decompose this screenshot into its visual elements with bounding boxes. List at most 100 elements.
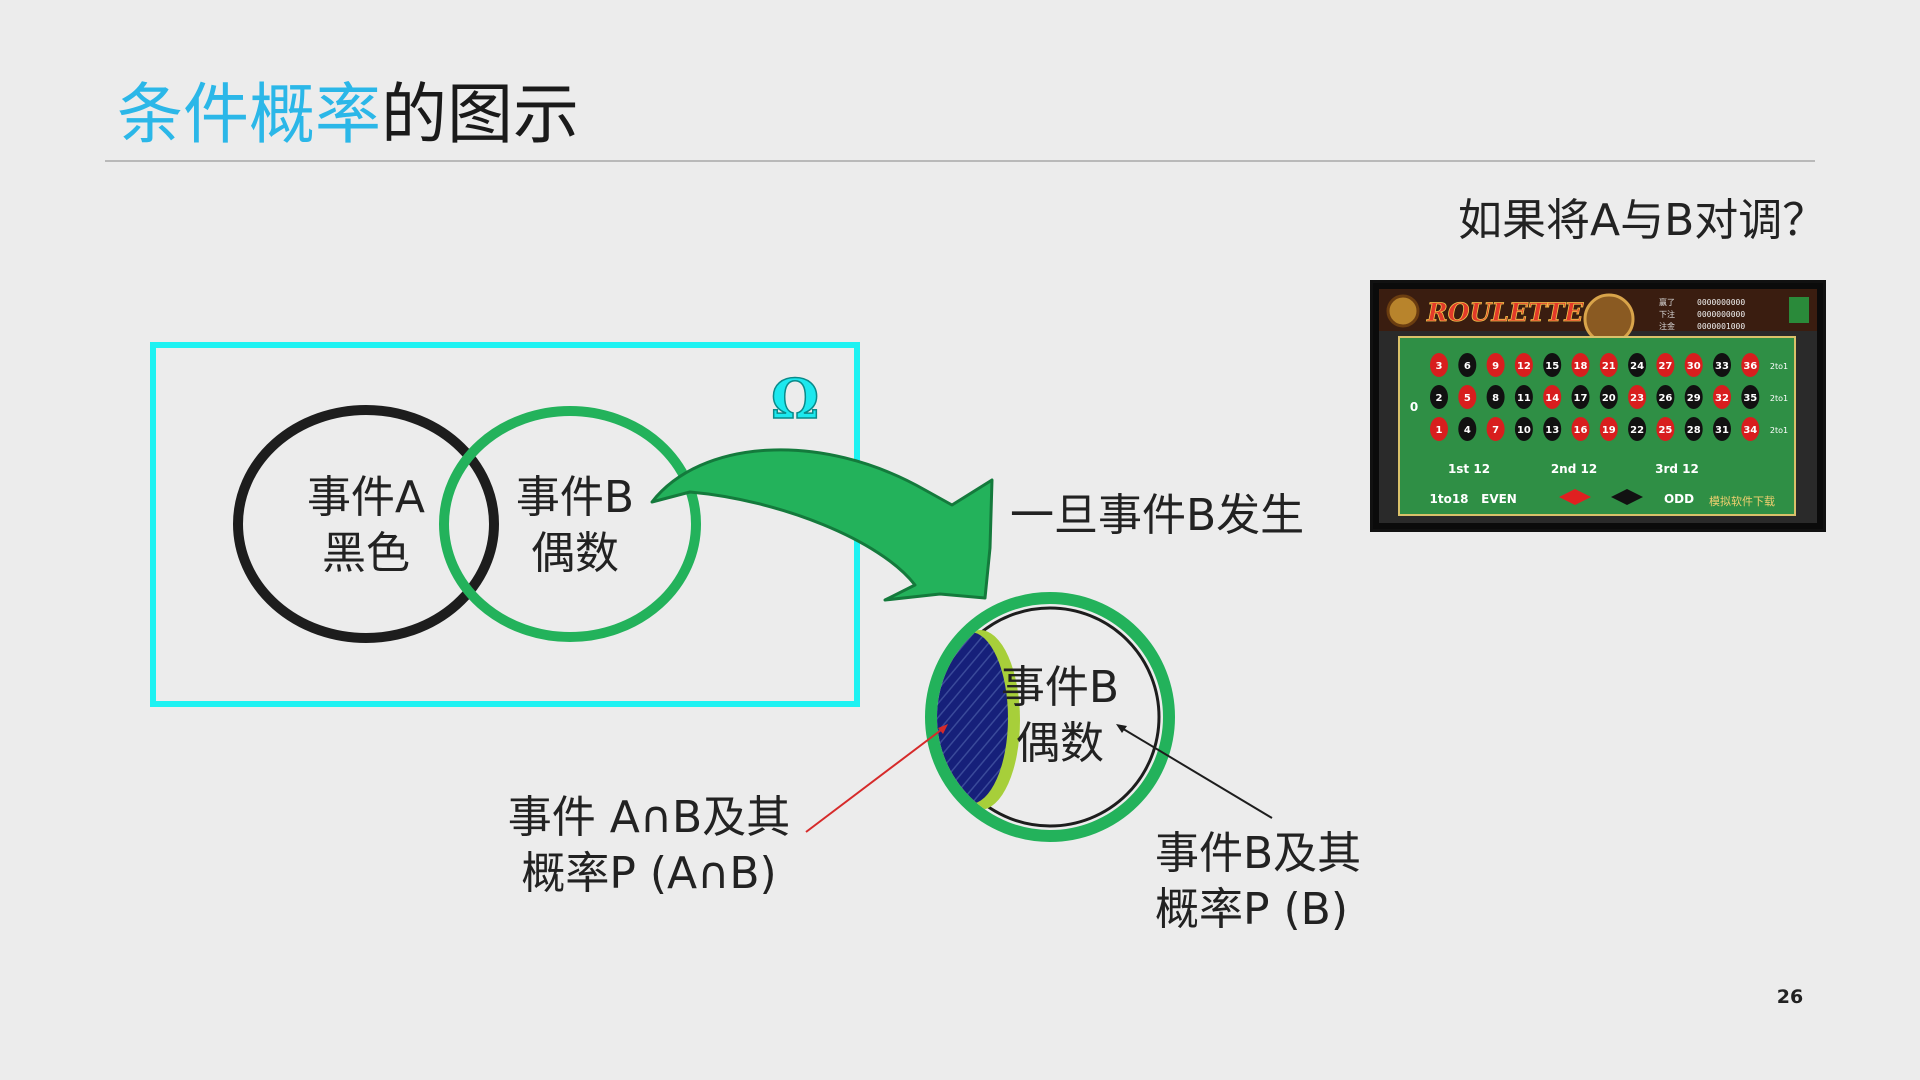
roulette-cell-5 <box>1458 385 1477 409</box>
roulette-number: 22 <box>1630 425 1644 436</box>
roulette-cell-3 <box>1430 353 1448 377</box>
roulette-number: 21 <box>1602 361 1616 372</box>
roulette-number: 8 <box>1492 393 1499 404</box>
readout-2: 0000001000 <box>1697 322 1745 331</box>
roulette-cell-14 <box>1543 385 1562 409</box>
callout-b-line2: 概率P (B) <box>1155 884 1349 935</box>
roulette-cell-1 <box>1430 417 1448 441</box>
roulette-cell-31 <box>1713 417 1731 441</box>
roulette-number: 1 <box>1436 425 1443 436</box>
roulette-number: 23 <box>1630 393 1644 404</box>
roulette-number: 6 <box>1464 361 1471 372</box>
roulette-number: 19 <box>1602 425 1616 436</box>
callout-b-line1: 事件B及其 <box>1155 828 1362 879</box>
roulette-cell-19 <box>1599 417 1618 441</box>
event-a-circle <box>233 405 499 643</box>
roulette-cell-13 <box>1543 417 1562 441</box>
roulette-number: 7 <box>1492 425 1499 436</box>
roulette-spinner-icon <box>1583 293 1635 345</box>
roulette-cell-28 <box>1684 417 1703 441</box>
roulette-number: 5 <box>1464 393 1471 404</box>
bet-1to18: 1to18 <box>1429 492 1468 506</box>
zoom-b-label: 事件B 偶数 <box>990 660 1130 772</box>
roulette-number: 10 <box>1517 425 1531 436</box>
roulette-number: 12 <box>1517 361 1531 372</box>
roulette-cell-11 <box>1514 385 1533 409</box>
event-a-label: 事件A 黑色 <box>296 470 436 582</box>
roulette-board: ROULETTE 赢了 下注 注金 0000000000 0000000000 … <box>1379 289 1817 523</box>
roulette-cell-4 <box>1458 417 1477 441</box>
event-b-label: 事件B 偶数 <box>500 470 650 582</box>
roulette-cell-2 <box>1430 385 1448 409</box>
roulette-number: 31 <box>1715 425 1729 436</box>
readout-0: 0000000000 <box>1697 298 1745 307</box>
roulette-number: 15 <box>1545 361 1559 372</box>
event-b-circle <box>439 406 701 642</box>
title-accent: 条件概率 <box>117 76 381 153</box>
roulette-number: 34 <box>1743 425 1757 436</box>
question-text: 如果将A与B对调？ <box>1458 195 1827 246</box>
column-bet-label: 2to1 <box>1770 426 1788 435</box>
zoom-b-name: 事件B <box>1000 662 1120 713</box>
pointer-ab-line <box>805 726 946 833</box>
roulette-cell-27 <box>1656 353 1675 377</box>
zoom-b-desc: 偶数 <box>1016 718 1104 769</box>
roulette-cell-21 <box>1599 353 1618 377</box>
roulette-cell-23 <box>1628 385 1647 409</box>
roulette-number: 17 <box>1574 393 1588 404</box>
roulette-cell-32 <box>1713 385 1731 409</box>
roulette-number: 13 <box>1545 425 1559 436</box>
readout-label-1: 下注 <box>1659 309 1675 319</box>
roulette-cell-25 <box>1656 417 1675 441</box>
roulette-cell-35 <box>1741 385 1760 409</box>
dozen-3: 3rd 12 <box>1655 462 1699 476</box>
zero-cell: 0 <box>1410 400 1418 414</box>
dozen-2: 2nd 12 <box>1551 462 1597 476</box>
event-b-name: 事件B <box>515 472 635 523</box>
column-bet-label: 2to1 <box>1770 394 1788 403</box>
roulette-number: 26 <box>1658 393 1672 404</box>
roulette-number: 2 <box>1436 393 1443 404</box>
roulette-cell-22 <box>1628 417 1647 441</box>
roulette-number: 30 <box>1687 361 1701 372</box>
bet-even: EVEN <box>1481 492 1517 506</box>
roulette-number: 25 <box>1658 425 1672 436</box>
roulette-number: 18 <box>1574 361 1588 372</box>
roulette-number: 32 <box>1715 393 1729 404</box>
roulette-number: 14 <box>1545 393 1559 404</box>
callout-ab-line2: 概率P (A∩B) <box>521 848 777 899</box>
roulette-cell-36 <box>1741 353 1760 377</box>
callout-event-b: 事件B及其 概率P (B) <box>1155 826 1361 938</box>
event-b-desc: 偶数 <box>531 528 619 579</box>
omega-symbol: Ω <box>771 367 819 431</box>
roulette-number: 9 <box>1492 361 1499 372</box>
callout-ab-line1: 事件 A∩B及其 <box>507 792 791 843</box>
roulette-number: 35 <box>1743 393 1757 404</box>
roulette-cell-29 <box>1684 385 1703 409</box>
roulette-cell-12 <box>1514 353 1533 377</box>
roulette-cell-24 <box>1628 353 1647 377</box>
roulette-cell-7 <box>1486 417 1505 441</box>
callout-intersection: 事件 A∩B及其 概率P (A∩B) <box>494 790 804 902</box>
roulette-number: 4 <box>1464 425 1471 436</box>
roulette-cell-30 <box>1684 353 1703 377</box>
roulette-cell-33 <box>1713 353 1731 377</box>
roulette-cell-15 <box>1543 353 1562 377</box>
roulette-image: ROULETTE 赢了 下注 注金 0000000000 0000000000 … <box>1370 280 1826 532</box>
event-a-name: 事件A <box>306 472 426 523</box>
roulette-cell-10 <box>1514 417 1533 441</box>
roulette-number: 33 <box>1715 361 1729 372</box>
intersection-region <box>937 632 1008 804</box>
roulette-cell-16 <box>1571 417 1590 441</box>
roulette-cell-6 <box>1458 353 1477 377</box>
event-a-desc: 黑色 <box>322 528 410 579</box>
bet-black-diamond <box>1611 489 1643 505</box>
roulette-number: 29 <box>1687 393 1701 404</box>
roulette-cell-9 <box>1486 353 1505 377</box>
readout-1: 0000000000 <box>1697 310 1745 319</box>
roulette-cell-26 <box>1656 385 1675 409</box>
readout-label-2: 注金 <box>1659 321 1675 331</box>
roulette-wheel-icon <box>1386 294 1420 328</box>
roulette-cell-20 <box>1599 385 1618 409</box>
